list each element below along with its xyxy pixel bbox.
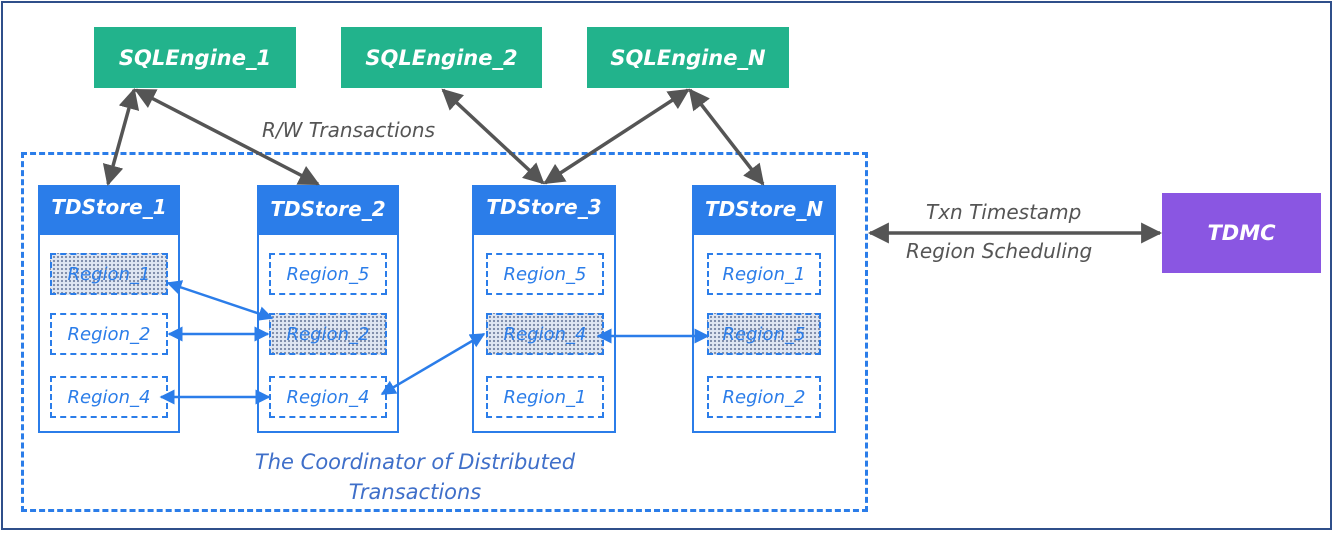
tdstore-n-region-3: Region_2	[707, 376, 821, 418]
tdstore-n-region-1: Region_1	[707, 253, 821, 295]
tdstore-3-region-1: Region_5	[486, 253, 604, 295]
link-engineN-storeN	[688, 88, 765, 186]
tdstore-2-region-2: Region_2	[269, 313, 387, 355]
link-s1r1-s2r2	[166, 280, 274, 321]
tdstore-3-title: TDStore_3	[472, 185, 616, 235]
tdstore-n-title: TDStore_N	[692, 185, 836, 235]
link-s2r4-s3r4	[380, 332, 486, 396]
link-engine2-store3	[441, 88, 545, 185]
tdmc-box: TDMC	[1162, 193, 1321, 273]
txn-timestamp-label: Txn Timestamp	[926, 200, 1082, 224]
tdstore-2-region-1: Region_5	[269, 253, 387, 295]
link-engineN-store3	[543, 88, 690, 185]
tdstore-2-region-3: Region_4	[269, 376, 387, 418]
coordinator-label: The Coordinator of Distributed Transacti…	[254, 450, 576, 504]
link-engine1-store2	[134, 88, 320, 186]
tdstore-1-region-1: Region_1	[50, 253, 168, 295]
sqlengine-1-box: SQLEngine_1	[94, 27, 296, 88]
link-engine1-store1	[102, 87, 140, 187]
tdstore-3-region-3: Region_1	[486, 376, 604, 418]
sqlengine-n-box: SQLEngine_N	[587, 27, 789, 88]
sqlengine-2-box: SQLEngine_2	[341, 27, 542, 88]
tdstore-2-title: TDStore_2	[257, 185, 399, 235]
tdstore-n-region-2: Region_5	[707, 313, 821, 355]
tdstore-1-region-2: Region_2	[50, 313, 168, 355]
tdstore-1-title: TDStore_1	[38, 185, 180, 235]
